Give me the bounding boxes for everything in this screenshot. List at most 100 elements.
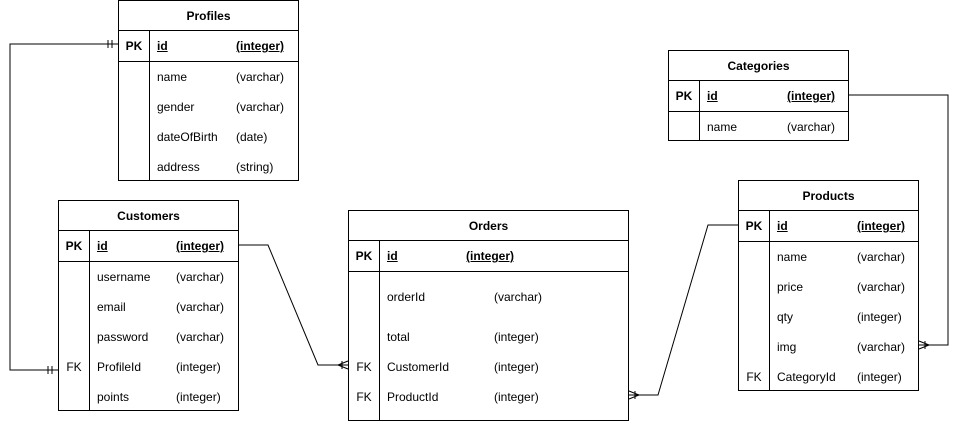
field-name: address — [157, 160, 200, 174]
customers-row-points[interactable]: points (integer) — [59, 382, 238, 412]
field-type: (varchar) — [494, 290, 543, 304]
profiles-row-name[interactable]: name (varchar) — [119, 62, 298, 92]
orders-row-productid[interactable]: FK ProductId (integer) — [349, 382, 628, 412]
orders-row-id[interactable]: PK id (integer) — [349, 241, 628, 272]
pk-label: PK — [675, 89, 693, 103]
field-type: (varchar) — [236, 100, 285, 114]
key-label — [59, 292, 89, 322]
profiles-title: Profiles — [119, 1, 298, 31]
pk-label: PK — [745, 219, 763, 233]
orders-row-orderid[interactable]: orderId (varchar) — [349, 272, 628, 322]
field-name: username — [97, 270, 151, 284]
categories-row-id[interactable]: PK id (integer) — [669, 81, 848, 112]
field-name: id — [387, 249, 398, 263]
field-type: (integer) — [857, 370, 902, 384]
profiles-row-id[interactable]: PK id (integer) — [119, 31, 298, 62]
orders-row-total[interactable]: total (integer) — [349, 322, 628, 352]
key-label — [119, 92, 149, 122]
customers-row-password[interactable]: password (varchar) — [59, 322, 238, 352]
fk-label: FK — [746, 370, 762, 384]
categories-title: Categories — [669, 51, 848, 81]
field-name: ProductId — [387, 390, 439, 404]
field-type: (integer) — [857, 310, 902, 324]
key-label — [669, 112, 699, 142]
field-name: dateOfBirth — [157, 130, 218, 144]
field-type: (varchar) — [857, 250, 906, 264]
field-type: (integer) — [176, 239, 224, 253]
key-label — [119, 122, 149, 152]
field-type: (integer) — [857, 219, 905, 233]
field-name: email — [97, 300, 126, 314]
products-row-categoryid[interactable]: FK CategoryId (integer) — [739, 362, 918, 392]
orders-title: Orders — [349, 211, 628, 241]
categories-table[interactable]: Categories PK id (integer) name (varchar… — [668, 50, 849, 141]
field-name: gender — [157, 100, 195, 114]
key-label — [349, 322, 379, 352]
customers-table[interactable]: Customers PK id (integer) username (varc… — [58, 200, 239, 411]
customers-row-email[interactable]: email (varchar) — [59, 292, 238, 322]
field-type: (integer) — [494, 360, 539, 374]
products-row-name[interactable]: name (varchar) — [739, 242, 918, 272]
fk-label: FK — [356, 360, 372, 374]
products-row-id[interactable]: PK id (integer) — [739, 211, 918, 242]
field-name: price — [777, 280, 804, 294]
field-name: id — [707, 89, 718, 103]
field-type: (integer) — [236, 39, 284, 53]
field-type: (date) — [236, 130, 268, 144]
field-name: id — [97, 239, 108, 253]
field-name: CustomerId — [387, 360, 450, 374]
key-label — [119, 152, 149, 182]
pk-label: PK — [355, 249, 373, 263]
customers-orders-connector[interactable] — [239, 244, 349, 370]
profiles-table[interactable]: Profiles PK id (integer) name (varchar) … — [118, 0, 299, 181]
field-name: ProfileId — [97, 360, 142, 374]
key-label — [739, 242, 769, 272]
categories-row-name[interactable]: name (varchar) — [669, 112, 848, 142]
field-type: (varchar) — [857, 280, 906, 294]
products-table[interactable]: Products PK id (integer) name (varchar) … — [738, 180, 919, 391]
products-title: Products — [739, 181, 918, 211]
field-name: name — [707, 120, 738, 134]
products-row-qty[interactable]: qty (integer) — [739, 302, 918, 332]
field-name: name — [157, 70, 188, 84]
key-label — [59, 262, 89, 292]
field-name: orderId — [387, 290, 426, 304]
field-type: (varchar) — [787, 120, 836, 134]
customers-row-profileid[interactable]: FK ProfileId (integer) — [59, 352, 238, 382]
fk-label: FK — [66, 360, 82, 374]
field-name: id — [157, 39, 168, 53]
key-label — [739, 302, 769, 332]
fk-label: FK — [356, 390, 372, 404]
customers-row-id[interactable]: PK id (integer) — [59, 231, 238, 262]
products-orders-connector[interactable] — [628, 224, 738, 400]
profiles-row-address[interactable]: address (string) — [119, 152, 298, 182]
field-name: total — [387, 330, 410, 344]
field-type: (integer) — [494, 330, 539, 344]
customers-row-username[interactable]: username (varchar) — [59, 262, 238, 292]
field-name: qty — [777, 310, 794, 324]
products-row-price[interactable]: price (varchar) — [739, 272, 918, 302]
key-label — [739, 272, 769, 302]
field-name: points — [97, 390, 130, 404]
field-name: password — [97, 330, 149, 344]
field-type: (integer) — [787, 89, 835, 103]
field-type: (varchar) — [857, 340, 906, 354]
key-label — [59, 322, 89, 352]
field-type: (varchar) — [176, 300, 225, 314]
pk-label: PK — [65, 239, 83, 253]
orders-row-customerid[interactable]: FK CustomerId (integer) — [349, 352, 628, 382]
field-type: (integer) — [494, 390, 539, 404]
orders-table[interactable]: Orders PK id (integer) orderId (varchar)… — [348, 210, 629, 421]
key-label — [349, 272, 379, 322]
field-type: (varchar) — [236, 70, 285, 84]
field-type: (varchar) — [176, 270, 225, 284]
profiles-row-gender[interactable]: gender (varchar) — [119, 92, 298, 122]
products-row-img[interactable]: img (varchar) — [739, 332, 918, 362]
field-name: img — [777, 340, 797, 354]
pk-label: PK — [125, 39, 143, 53]
field-type: (string) — [236, 160, 274, 174]
field-name: id — [777, 219, 788, 233]
profiles-row-dateofbirth[interactable]: dateOfBirth (date) — [119, 122, 298, 152]
field-type: (integer) — [176, 390, 221, 404]
key-label — [59, 382, 89, 412]
